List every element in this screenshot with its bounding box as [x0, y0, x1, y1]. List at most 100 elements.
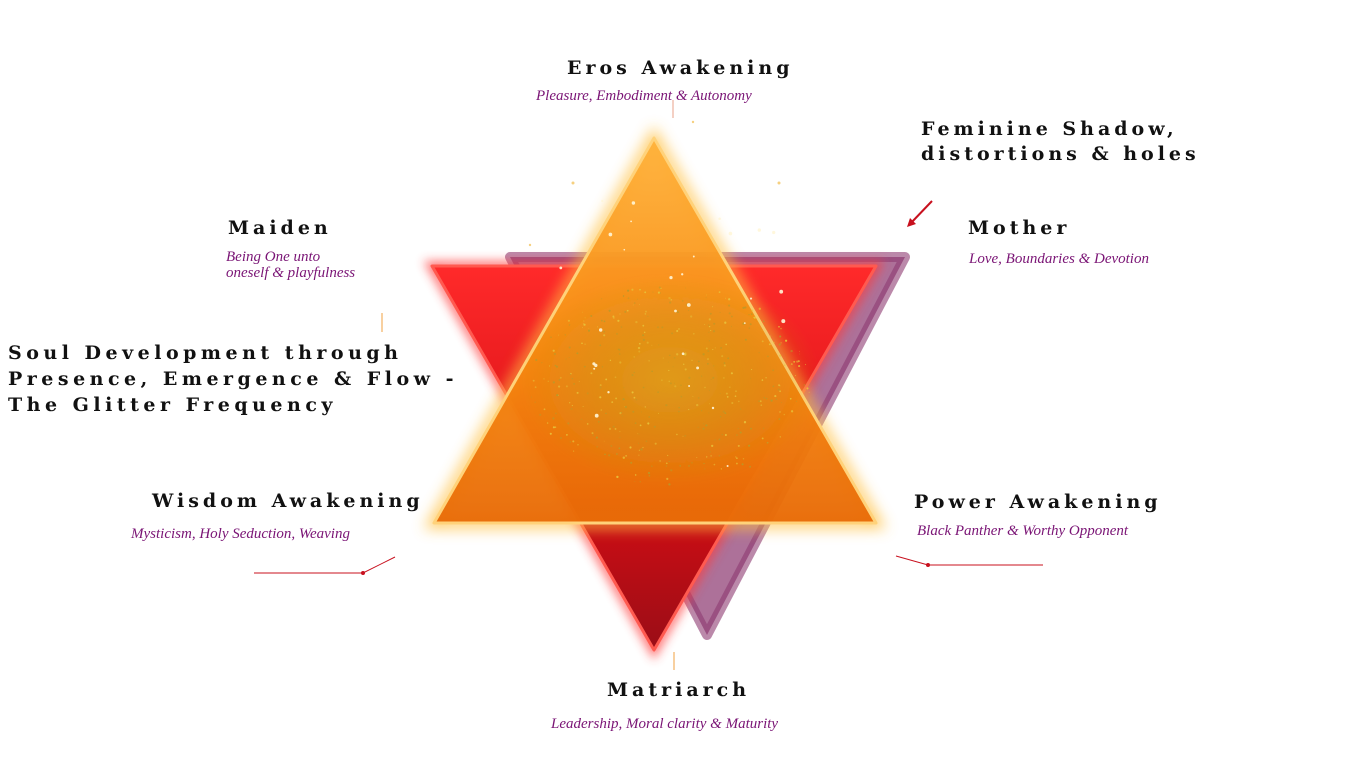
glitter-dot	[572, 440, 575, 443]
glitter-dot	[735, 456, 737, 458]
glitter-dot	[573, 382, 576, 385]
power-connector	[895, 555, 1043, 566]
glitter-dot	[632, 304, 634, 306]
glitter-dot	[583, 323, 586, 326]
glitter-dot	[763, 396, 766, 399]
glitter-dot	[645, 310, 647, 313]
glitter-dot	[614, 376, 617, 379]
glitter-dot	[779, 436, 781, 438]
glitter-dot	[708, 325, 711, 328]
glitter-dot	[723, 465, 726, 468]
glitter-dot	[680, 395, 683, 398]
glitter-dot	[796, 360, 799, 363]
glitter-dot	[742, 458, 745, 460]
glitter-dot	[642, 386, 645, 389]
glitter-dot	[790, 349, 793, 353]
glitter-dot	[638, 433, 640, 435]
power-connector-dot	[926, 563, 930, 567]
glitter-dot	[618, 447, 621, 450]
glitter-dot	[669, 354, 671, 357]
maiden-subtitle-line1: Being One unto	[226, 249, 321, 265]
glitter-dot	[762, 427, 765, 430]
glitter-dot	[658, 286, 661, 289]
glitter-dot	[724, 412, 727, 415]
glitter-dot	[608, 427, 612, 431]
glitter-dot	[550, 336, 552, 338]
glitter-dot	[554, 412, 557, 415]
glitter-dot	[667, 454, 669, 457]
sparkle-star	[681, 273, 684, 276]
glitter-dot	[638, 449, 641, 451]
glitter-dot	[688, 408, 690, 411]
glitter-dot	[809, 384, 811, 386]
glitter-dot	[634, 481, 636, 482]
glitter-dot	[682, 363, 685, 366]
glitter-dot	[638, 303, 640, 305]
wisdom-connector	[254, 556, 396, 574]
glitter-dot	[554, 426, 557, 429]
glitter-dot	[735, 462, 738, 465]
glitter-dot	[758, 400, 760, 402]
glitter-dot	[691, 461, 693, 464]
glitter-dot	[794, 375, 796, 377]
glitter-dot	[758, 307, 761, 310]
glitter-dot	[633, 356, 635, 358]
glitter-dot	[728, 312, 731, 315]
glitter-dot	[638, 442, 640, 444]
glitter-dot	[601, 319, 603, 322]
sparkle-star	[599, 328, 603, 332]
glitter-dot	[645, 440, 648, 443]
glitter-dot	[622, 295, 625, 297]
glitter-dot	[603, 440, 605, 442]
glitter-dot	[772, 385, 775, 388]
glitter-dot	[707, 358, 709, 360]
glitter-dot	[803, 384, 805, 386]
glitter-dot	[736, 457, 738, 460]
glitter-dot	[750, 427, 752, 430]
glitter-dot	[753, 316, 755, 319]
glitter-dot	[603, 330, 606, 333]
glitter-dot	[633, 396, 636, 399]
glitter-dot	[676, 311, 679, 314]
sparkle-star	[711, 406, 715, 410]
glitter-dot	[714, 439, 716, 441]
glitter-dot	[778, 384, 780, 387]
glitter-dot	[569, 324, 571, 326]
glitter-dot	[709, 312, 712, 315]
glitter-dot	[678, 410, 680, 413]
glitter-dot	[728, 298, 731, 301]
glitter-dot	[696, 457, 698, 459]
glitter-dot	[576, 391, 579, 394]
glitter-dot	[631, 391, 634, 394]
glitter-dot	[603, 334, 606, 337]
sparkle-star	[781, 319, 786, 324]
soul-development-line2: Presence, Emergence & Flow -	[8, 368, 459, 390]
glitter-dot	[639, 481, 641, 483]
maiden-title: Maiden	[228, 217, 332, 239]
glitter-dot	[590, 314, 593, 318]
glitter-dot	[586, 392, 589, 395]
glitter-dot	[570, 407, 573, 410]
glitter-dot	[569, 441, 571, 443]
glitter-dot	[751, 369, 753, 371]
glitter-dot	[744, 306, 746, 308]
glitter-dot	[611, 401, 614, 403]
glitter-dot	[631, 374, 634, 377]
glitter-dot	[640, 448, 643, 451]
glitter-dot	[688, 376, 691, 379]
glitter-dot	[633, 371, 635, 374]
glitter-dot	[633, 302, 636, 304]
sparkle-star	[631, 201, 636, 205]
glitter-dot	[576, 352, 579, 355]
glitter-dot	[727, 357, 730, 360]
soul-development-line3: The Glitter Frequency	[8, 394, 337, 416]
glitter-dot	[670, 298, 673, 301]
glitter-dot	[723, 364, 726, 367]
glitter-dot	[688, 309, 690, 311]
glitter-dot	[770, 399, 773, 402]
glitter-dot	[583, 365, 586, 368]
glitter-dot	[657, 391, 659, 393]
glitter-dot	[711, 444, 714, 448]
glitter-dot	[712, 349, 714, 351]
glitter-dot	[719, 311, 721, 314]
